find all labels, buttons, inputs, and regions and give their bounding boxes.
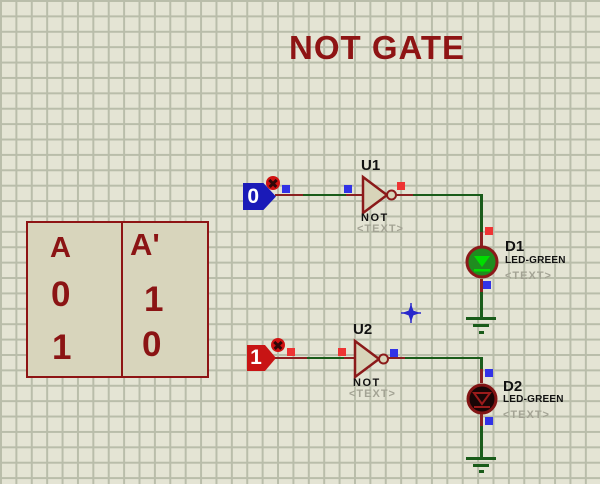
led-d2-off[interactable] — [465, 382, 499, 416]
pin-stub-wire[interactable] — [480, 369, 483, 383]
net-wire[interactable] — [303, 194, 346, 196]
truth-table-header-a-not: A' — [130, 227, 160, 262]
selection-handle[interactable] — [282, 185, 290, 193]
origin-marker — [266, 176, 280, 190]
inverter-bubble[interactable] — [378, 353, 389, 365]
led-text-placeholder: <TEXT> — [503, 409, 550, 421]
net-wire[interactable] — [480, 196, 483, 232]
selection-handle[interactable] — [483, 281, 491, 289]
led-diode-symbol — [472, 392, 492, 406]
pin-stub-wire[interactable] — [480, 414, 483, 426]
pin-stub-wire[interactable] — [344, 357, 356, 359]
truth-table: A A' 0 1 1 0 — [26, 221, 209, 378]
selection-handle[interactable] — [344, 185, 352, 193]
led-text-placeholder: <TEXT> — [505, 270, 552, 282]
ground-bar — [466, 317, 496, 320]
gate-type-label: NOT — [361, 212, 389, 224]
logic-input-value: 1 — [250, 346, 262, 369]
ground-symbol[interactable] — [466, 317, 496, 337]
selection-handle[interactable] — [390, 349, 398, 357]
gate-triangle[interactable] — [353, 338, 382, 380]
gate-text-placeholder: <TEXT> — [357, 223, 404, 235]
net-wire[interactable] — [413, 194, 483, 196]
selection-handle[interactable] — [485, 369, 493, 377]
pin-stub-wire[interactable] — [346, 194, 364, 196]
led-cathode-bar — [474, 406, 490, 408]
pin-stub-wire[interactable] — [387, 357, 405, 359]
not-gate-u2[interactable] — [353, 338, 393, 381]
pin-stub-wire[interactable] — [395, 194, 413, 196]
selection-handle[interactable] — [338, 348, 346, 356]
ground-bar — [473, 324, 489, 327]
net-wire[interactable] — [307, 357, 344, 359]
selection-handle[interactable] — [485, 417, 493, 425]
selection-handle[interactable] — [485, 227, 493, 235]
ground-bar — [473, 464, 489, 467]
truth-table-cell: 1 — [52, 328, 72, 367]
ground-bar — [479, 331, 484, 334]
origin-crosshair-marker — [401, 303, 421, 323]
gate-triangle[interactable] — [361, 174, 390, 216]
selection-handle[interactable] — [287, 348, 295, 356]
crosshair-star — [402, 304, 420, 322]
gate-ref-label: U1 — [361, 157, 381, 174]
schematic-title: NOT GATE — [289, 29, 466, 66]
led-diode-symbol — [474, 256, 490, 267]
pin-stub-wire[interactable] — [275, 357, 307, 359]
truth-table-cell: 0 — [142, 325, 162, 364]
truth-table-cell: 0 — [51, 275, 71, 314]
led-part-label: LED-GREEN — [503, 394, 564, 405]
net-wire[interactable] — [480, 426, 483, 458]
ground-symbol[interactable] — [466, 457, 496, 477]
selection-handle[interactable] — [397, 182, 405, 190]
pin-stub-wire[interactable] — [480, 279, 483, 292]
gate-type-label: NOT — [353, 377, 381, 389]
pin-stub-wire[interactable] — [480, 232, 483, 247]
led-part-label: LED-GREEN — [505, 255, 566, 266]
ground-bar — [479, 470, 484, 473]
truth-table-cell: 1 — [144, 280, 164, 319]
net-wire[interactable] — [405, 357, 483, 359]
truth-table-divider — [121, 223, 123, 376]
led-cathode-bar — [474, 269, 490, 272]
pin-stub-wire[interactable] — [275, 194, 303, 196]
truth-table-header-a: A — [50, 232, 71, 264]
ground-bar — [466, 457, 496, 460]
led-ref-label: D2 — [503, 378, 523, 395]
led-ref-label: D1 — [505, 238, 525, 255]
led-body[interactable] — [466, 383, 498, 415]
not-gate-u1[interactable] — [361, 174, 401, 217]
net-wire[interactable] — [480, 292, 483, 318]
origin-marker — [271, 338, 285, 352]
gate-text-placeholder: <TEXT> — [349, 388, 396, 400]
net-wire[interactable] — [480, 359, 483, 369]
gate-ref-label: U2 — [353, 321, 373, 338]
logic-input-value: 0 — [247, 184, 260, 208]
led-d1-on[interactable] — [464, 244, 500, 280]
